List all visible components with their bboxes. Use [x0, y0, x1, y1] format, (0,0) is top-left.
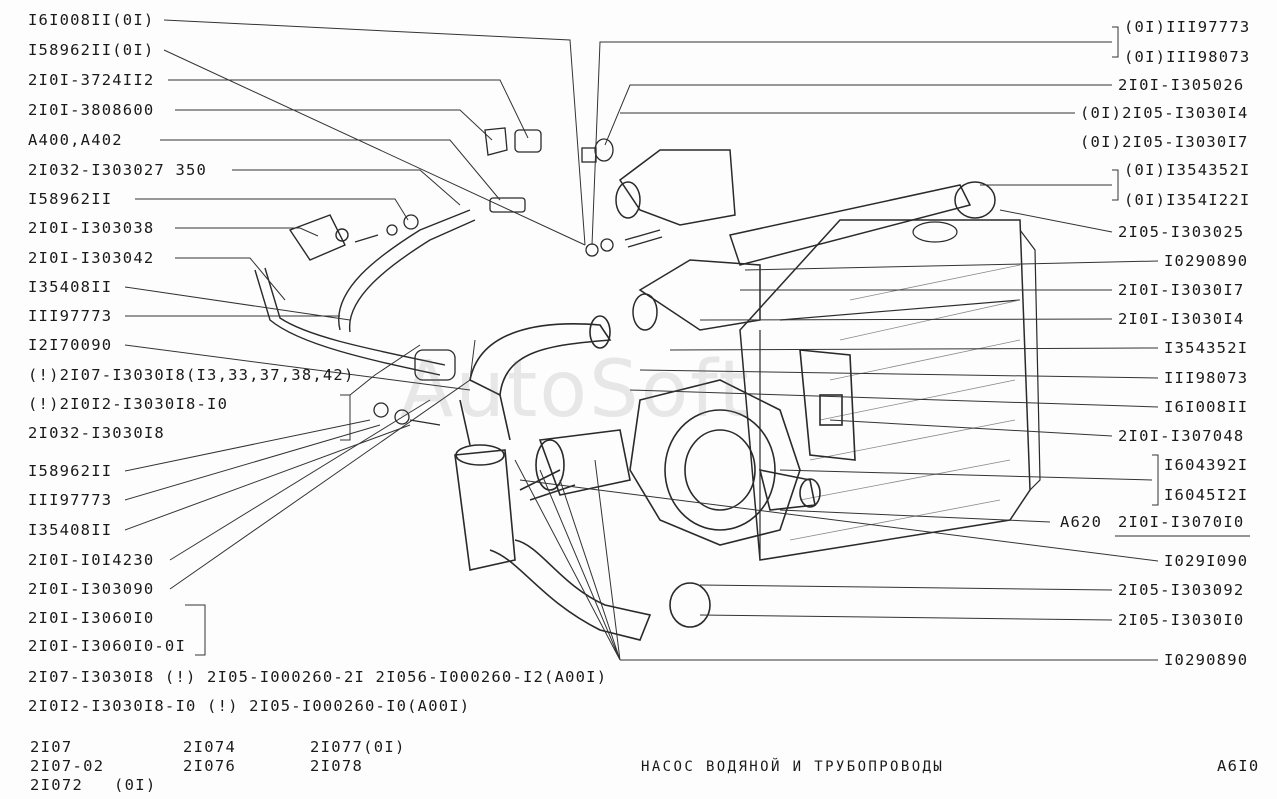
callout-label: III98073: [1164, 369, 1249, 387]
bypass-pipe-drawing: [459, 315, 612, 446]
applicability-note: 2I07-I3030I8 (!) 2I05-I000260-2I 2I056-I…: [28, 668, 608, 686]
callout-label: A620: [1060, 513, 1103, 531]
model-code: 2I078: [310, 757, 364, 775]
thermostat-hose-drawing: [454, 444, 711, 641]
callout-label: 2I032-I3030I8: [28, 424, 165, 442]
callout-label: (!)2I07-I3030I8(I3,33,37,38,42): [28, 366, 355, 384]
callout-label: I35408II: [28, 278, 113, 296]
callout-label: I0290890: [1164, 651, 1249, 669]
model-code: 2I077(0I): [310, 738, 406, 756]
callout-label: I58962II: [28, 462, 113, 480]
callout-label: (0I)I354352I: [1124, 161, 1251, 179]
callout-label: 2I05-I3030I0: [1118, 611, 1245, 629]
page-code: A6I0: [1217, 757, 1260, 775]
applicability-note: 2I0I2-I3030I8-I0 (!) 2I05-I000260-I0(A00…: [28, 697, 471, 715]
page-title: НАСОС ВОДЯНОЙ И ТРУБОПРОВОДЫ: [641, 759, 945, 775]
callout-label: I58962II: [28, 190, 113, 208]
callout-label: 2I05-I303025: [1118, 223, 1245, 241]
callout-label: (!)2I0I2-I3030I8-I0: [28, 395, 229, 413]
callout-label: 2I0I-I303042: [28, 249, 155, 267]
callout-label: A400,A402: [28, 131, 123, 149]
callout-label: I6I008II: [1164, 398, 1249, 416]
callout-label: 2I0I-I3060I0-0I: [28, 637, 186, 655]
callout-label: I6045I2I: [1164, 486, 1249, 504]
callout-label: 2I032-I303027 350: [28, 161, 208, 179]
callout-label: 2I0I-I303090: [28, 580, 155, 598]
callout-label: 2I0I-3808600: [28, 101, 155, 119]
callout-label: III97773: [28, 307, 113, 325]
callout-label: (0I)2I05-I3030I7: [1080, 133, 1249, 151]
model-code: 2I072: [30, 776, 84, 794]
model-code: 2I07: [30, 738, 73, 756]
heater-pipe-drawing: [254, 209, 476, 376]
callout-label: I2I70090: [28, 336, 113, 354]
callout-label: 2I0I-I0I4230: [28, 551, 155, 569]
watermark: AutoSoft: [400, 345, 752, 435]
leader-lines-right: [519, 26, 1159, 661]
model-code: (0I): [114, 776, 157, 794]
water-pump-drawing: [535, 349, 856, 546]
callout-label: 2I0I-I3060I0: [28, 609, 155, 627]
callout-label: 2I0I-I305026: [1118, 76, 1245, 94]
callout-label: 2I0I-I307048: [1118, 427, 1245, 445]
model-code: 2I076: [183, 757, 237, 775]
callout-label: 2I0I-I3030I4: [1118, 310, 1245, 328]
model-code: 2I07-02: [30, 757, 105, 775]
callout-label: 2I05-I303092: [1118, 581, 1245, 599]
callout-label: I604392I: [1164, 456, 1249, 474]
leader-lines-left: [124, 19, 621, 661]
model-code: 2I074: [183, 738, 237, 756]
outlet-pipes-drawing: [615, 149, 996, 331]
callout-label: I35408II: [28, 521, 113, 539]
callout-label: 2I0I-I3070I0: [1118, 513, 1245, 531]
callout-label: (0I)I354I22I: [1124, 191, 1251, 209]
callout-label: 2I0I-3724II2: [28, 71, 155, 89]
callout-label: 2I0I-I3030I7: [1118, 281, 1245, 299]
callout-label: I029I090: [1164, 552, 1249, 570]
callout-label: III97773: [28, 491, 113, 509]
callout-label: (0I)2I05-I3030I4: [1080, 104, 1249, 122]
callout-label: I6I008II(0I): [28, 11, 155, 29]
callout-label: I0290890: [1164, 252, 1249, 270]
callout-label: (0I)III98073: [1124, 48, 1251, 66]
callout-label: I354352I: [1164, 339, 1249, 357]
callout-label: (0I)III97773: [1124, 18, 1251, 36]
callout-label: 2I0I-I303038: [28, 219, 155, 237]
callout-label: I58962II(0I): [28, 41, 155, 59]
